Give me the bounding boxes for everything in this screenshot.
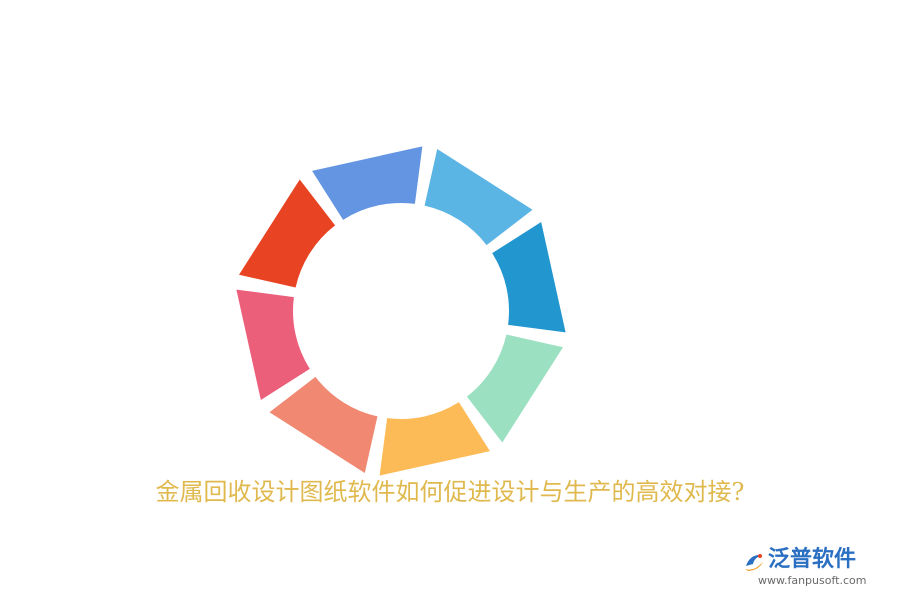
ring-segment-mint	[466, 334, 564, 443]
brand-url: www.fanpusoft.com	[758, 574, 867, 587]
headline-title: 金属回收设计图纸软件如何促进设计与生产的高效对接?	[155, 478, 745, 506]
brand-mark-icon	[745, 554, 763, 571]
ring-segment-salmon	[269, 376, 378, 474]
ring-segment-sky-blue	[424, 148, 533, 246]
ring-segments	[236, 146, 566, 476]
ring-segment-deep-blue	[492, 222, 566, 333]
ring-segment-amber	[379, 402, 490, 476]
ring-segment-blue	[312, 146, 423, 220]
ring-segment-pink	[236, 289, 310, 400]
brand-logo[interactable]: 泛普软件 www.fanpusoft.com	[740, 544, 890, 592]
brand-name: 泛普软件	[768, 547, 857, 572]
ring-segment-red-orange	[238, 179, 336, 288]
